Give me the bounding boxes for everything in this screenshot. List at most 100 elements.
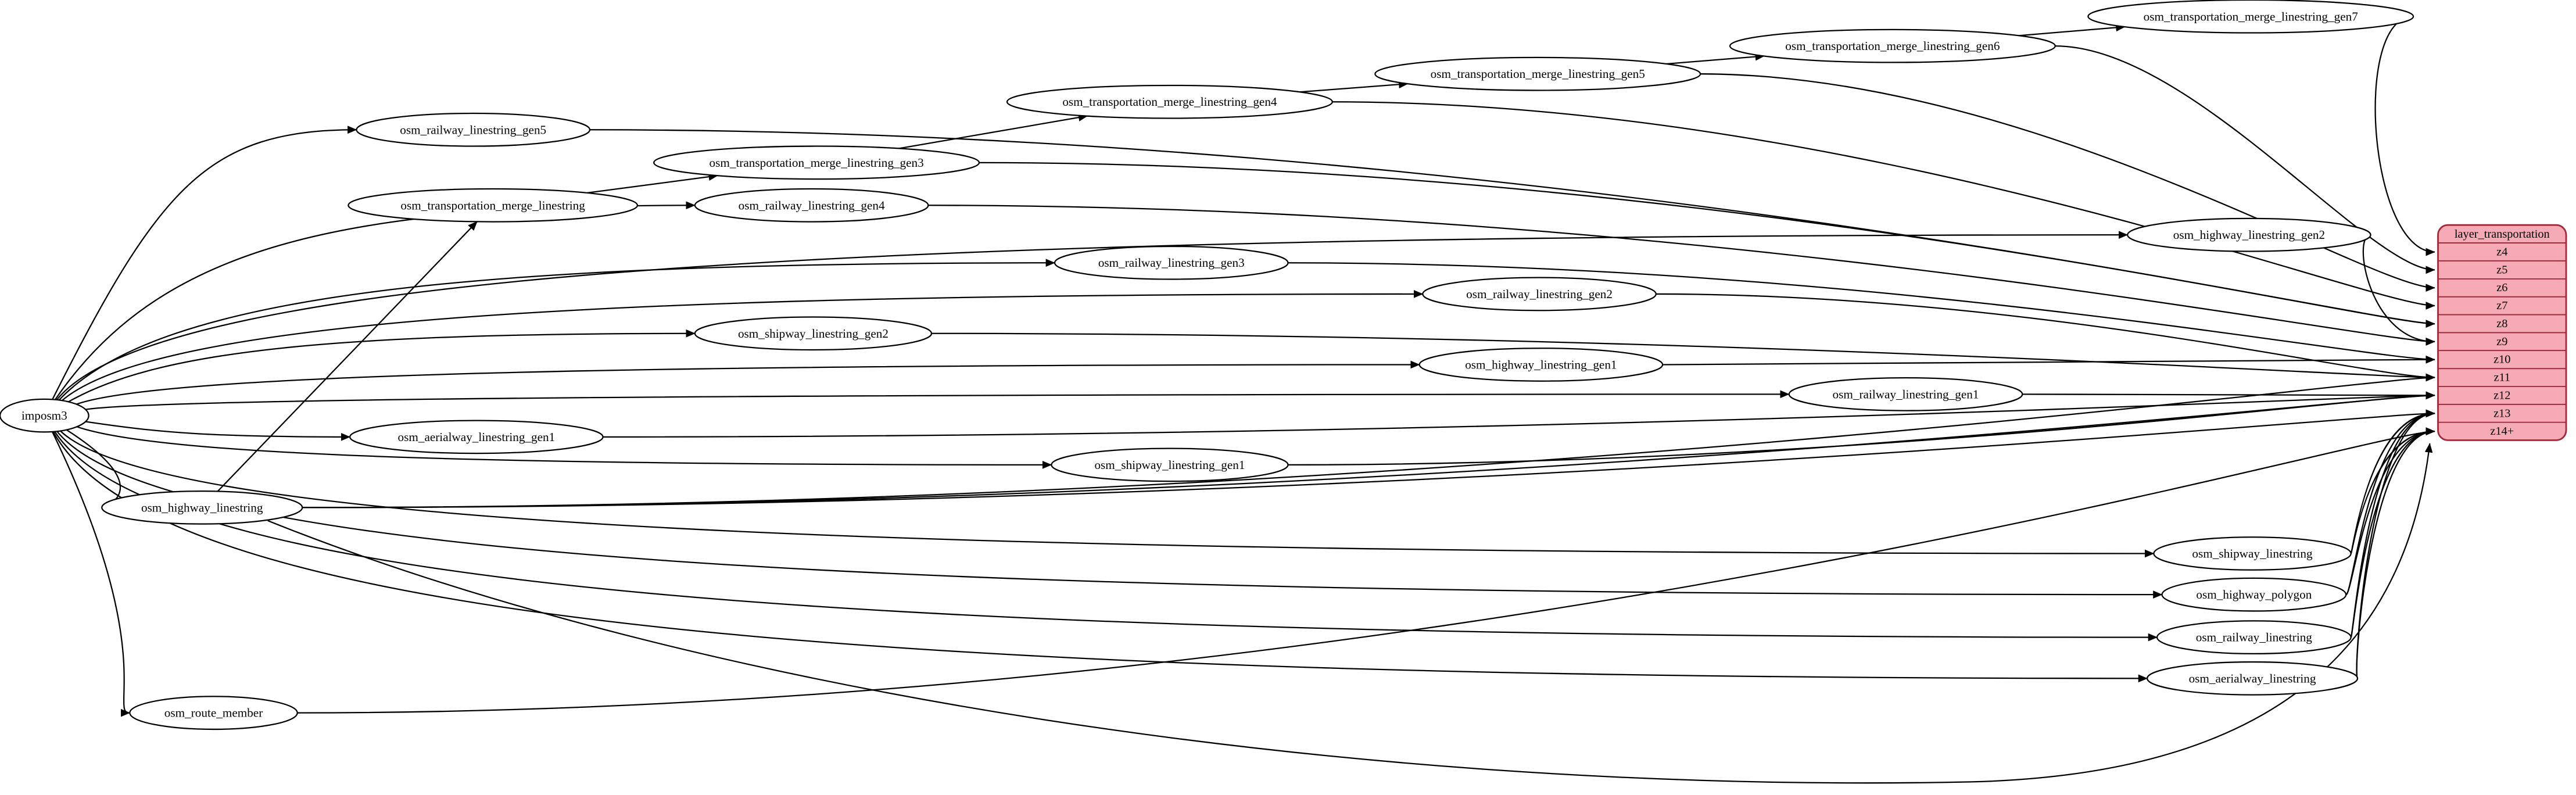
edge-osm_transportation_merge_linestring_gen4-to-osm_transportation_merge_linestring_gen5: [1299, 80, 1409, 93]
node-ellipse: [1422, 277, 1657, 311]
node-ellipse: [2153, 536, 2352, 571]
node-osm_transportation_merge_linestring: osm_transportation_merge_linestring: [347, 188, 639, 223]
node-osm_highway_linestring: osm_highway_linestring: [101, 490, 303, 525]
node-label: imposm3: [22, 409, 67, 422]
node-ellipse: [0, 398, 89, 433]
edge-osm_highway_linestring-to-z12: [302, 391, 2435, 508]
node-osm_railway_linestring_gen4: osm_railway_linestring_gen4: [694, 188, 929, 223]
edge-imposm3-to-osm_railway_linestring_gen1: [85, 390, 1790, 410]
node-osm_railway_linestring_gen1: osm_railway_linestring_gen1: [1788, 377, 2023, 411]
node-ellipse: [2156, 620, 2352, 655]
node-osm_transportation_merge_linestring_gen3: osm_transportation_merge_linestring_gen3: [653, 145, 980, 180]
edge-osm_railway_linestring_gen2-to-z11: [1656, 293, 2435, 382]
node-label: osm_aerialway_linestring: [2189, 671, 2316, 685]
node-label: osm_highway_linestring: [141, 500, 263, 514]
node-ellipse: [1729, 28, 2056, 63]
node-label: osm_highway_linestring_gen1: [1465, 357, 1617, 371]
edge-osm_transportation_merge_linestring_gen4-to-z7: [1332, 101, 2435, 310]
node-label: osm_railway_linestring_gen3: [1098, 256, 1245, 270]
edge-imposm3-to-osm_shipway_linestring_gen1: [76, 426, 1052, 469]
node-osm_shipway_linestring_gen1: osm_shipway_linestring_gen1: [1051, 447, 1289, 482]
edge-osm_railway_linestring_gen4-to-z9: [928, 205, 2435, 346]
node-label: osm_transportation_merge_linestring_gen5: [1431, 67, 1645, 81]
edge-imposm3-to-osm_highway_linestring_gen1: [76, 360, 1420, 405]
node-ellipse: [2087, 0, 2414, 34]
edge-imposm3-to-osm_railway_linestring_gen3: [58, 259, 1055, 401]
node-ellipse: [694, 188, 929, 223]
node-ellipse: [349, 420, 604, 454]
node-label: osm_highway_polygon: [2196, 588, 2312, 601]
node-osm_highway_polygon: osm_highway_polygon: [2161, 577, 2347, 612]
node-ellipse: [101, 490, 303, 525]
node-ellipse: [653, 145, 980, 180]
node-osm_aerialway_linestring: osm_aerialway_linestring: [2146, 661, 2359, 696]
node-ellipse: [1788, 377, 2023, 411]
node-label: osm_shipway_linestring: [2192, 547, 2313, 561]
edge-osm_shipway_linestring_gen1-to-z12: [1288, 391, 2435, 466]
node-label: osm_transportation_merge_linestring: [400, 198, 585, 212]
node-ellipse: [1054, 245, 1289, 280]
node-ellipse: [2161, 577, 2347, 612]
node-osm_railway_linestring_gen5: osm_railway_linestring_gen5: [356, 112, 591, 147]
node-label: osm_railway_linestring_gen5: [400, 123, 546, 137]
node-ellipse: [2146, 661, 2359, 696]
record-title: layer_transportation: [2455, 228, 2550, 241]
node-ellipse: [1051, 447, 1289, 482]
edge-imposm3-to-osm_railway_linestring_gen2: [62, 290, 1424, 401]
record-row-z12: z12: [2493, 389, 2510, 402]
record-row-z10: z10: [2493, 353, 2510, 366]
edge-osm_highway_linestring-to-z14+: [267, 443, 2433, 784]
edge-osm_aerialway_linestring_gen1-to-z12: [603, 391, 2435, 438]
node-label: osm_transportation_merge_linestring_gen6: [1785, 39, 2000, 53]
node-ellipse: [1374, 56, 1701, 91]
node-osm_aerialway_linestring_gen1: osm_aerialway_linestring_gen1: [349, 420, 604, 454]
record-row-z14+: z14+: [2490, 425, 2514, 438]
node-label: osm_railway_linestring_gen4: [739, 198, 885, 212]
record-row-z9: z9: [2496, 335, 2507, 348]
edge-osm_transportation_merge_linestring_gen6-to-z5: [2055, 45, 2435, 274]
node-osm_shipway_linestring: osm_shipway_linestring: [2153, 536, 2352, 571]
edge-osm_railway_linestring_gen3-to-z10: [1288, 262, 2435, 364]
edge-imposm3-to-osm_highway_linestring_gen2: [56, 231, 2129, 400]
node-osm_railway_linestring: osm_railway_linestring: [2156, 620, 2352, 655]
edge-osm_aerialway_linestring-to-z13: [2356, 409, 2435, 679]
node-ellipse: [129, 696, 298, 730]
record-row-z13: z13: [2493, 407, 2510, 420]
node-label: osm_railway_linestring_gen1: [1833, 387, 1979, 401]
edge-osm_highway_linestring-to-z11: [302, 373, 2435, 508]
node-osm_highway_linestring_gen2: osm_highway_linestring_gen2: [2127, 217, 2371, 252]
record-row-z7: z7: [2496, 299, 2507, 312]
edge-osm_transportation_merge_linestring-to-osm_transportation_merge_linestring_gen3: [587, 173, 718, 194]
node-label: osm_route_member: [164, 706, 263, 720]
edge-osm_highway_linestring-to-z13: [302, 409, 2435, 508]
edge-osm_highway_polygon-to-z14+: [2345, 427, 2435, 596]
record-row-z6: z6: [2496, 281, 2507, 294]
node-osm_route_member: osm_route_member: [129, 696, 298, 730]
node-ellipse: [356, 112, 591, 147]
layer-transportation-record: layer_transportationz4z5z6z7z8z9z10z11z1…: [2437, 224, 2567, 441]
edge-osm_railway_linestring_gen1-to-z12: [2022, 391, 2435, 400]
record-row-z11: z11: [2493, 371, 2510, 384]
node-label: osm_transportation_merge_linestring_gen4: [1062, 95, 1277, 109]
node-label: osm_railway_linestring: [2196, 631, 2313, 644]
edge-imposm3-to-osm_highway_polygon: [56, 431, 2163, 599]
edge-osm_transportation_merge_linestring_gen3-to-osm_transportation_merge_linestring_gen4: [898, 113, 1088, 149]
node-ellipse: [347, 188, 639, 223]
node-ellipse: [694, 316, 933, 351]
edge-osm_shipway_linestring-to-z14+: [2350, 427, 2435, 554]
node-label: osm_highway_linestring_gen2: [2173, 228, 2325, 242]
node-label: osm_transportation_merge_linestring_gen7: [2144, 9, 2358, 23]
node-osm_railway_linestring_gen3: osm_railway_linestring_gen3: [1054, 245, 1289, 280]
record-row-z5: z5: [2496, 263, 2507, 276]
edge-osm_railway_linestring-to-z14+: [2350, 427, 2435, 638]
edge-imposm3-to-osm_shipway_linestring: [59, 430, 2155, 558]
edge-osm_shipway_linestring_gen2-to-z11: [931, 332, 2435, 382]
node-label: osm_aerialway_linestring_gen1: [398, 430, 556, 444]
node-osm_railway_linestring_gen2: osm_railway_linestring_gen2: [1422, 277, 1657, 311]
edge-osm_transportation_merge_linestring_gen5-to-osm_transportation_merge_linestring_gen6: [1665, 52, 1765, 65]
node-imposm3: imposm3: [0, 398, 89, 433]
edge-osm_transportation_merge_linestring_gen5-to-z6: [1700, 73, 2435, 292]
edge-osm_transportation_merge_linestring_gen7-to-z4: [2374, 16, 2435, 256]
edge-osm_highway_linestring-to-osm_transportation_merge_linestring: [217, 221, 478, 492]
